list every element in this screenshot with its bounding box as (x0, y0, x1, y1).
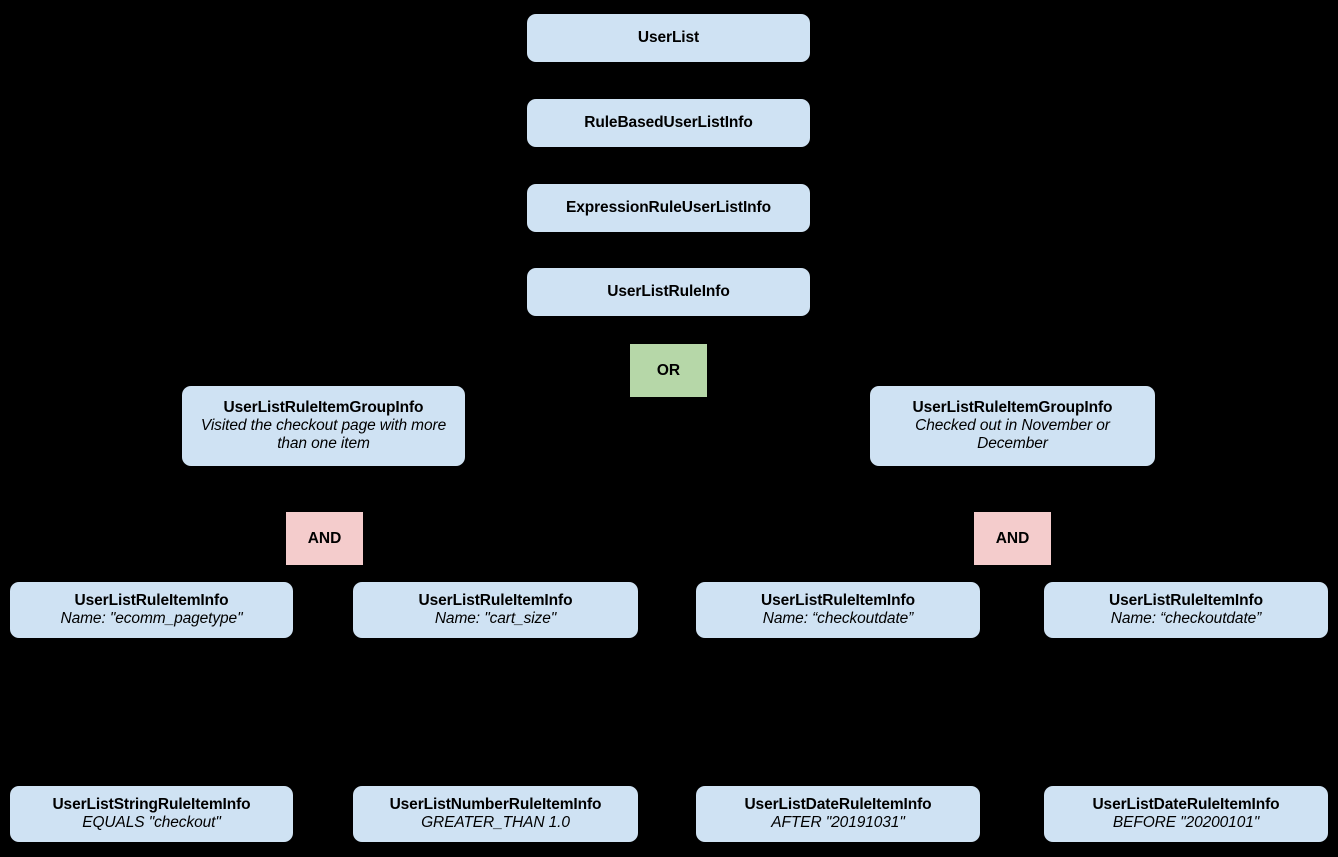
node-leaf-number-rule-item[interactable]: UserListNumberRuleItemInfo GREATER_THAN … (353, 786, 638, 842)
node-subtitle: EQUALS "checkout" (82, 814, 221, 831)
node-title: UserListNumberRuleItemInfo (389, 796, 602, 814)
node-rule-based-user-list-info[interactable]: RuleBasedUserListInfo (527, 99, 810, 147)
node-or-operator[interactable]: OR (630, 344, 707, 397)
node-user-list-rule-info[interactable]: UserListRuleInfo (527, 268, 810, 316)
node-and-operator-right[interactable]: AND (974, 512, 1051, 565)
node-title: UserListRuleItemInfo (418, 592, 573, 610)
node-title: RuleBasedUserListInfo (584, 114, 753, 132)
node-title: UserListRuleItemGroupInfo (912, 399, 1113, 417)
node-rule-item-1[interactable]: UserListRuleItemInfo Name: "ecomm_pagety… (10, 582, 293, 638)
node-title: ExpressionRuleUserListInfo (566, 199, 771, 217)
node-title: UserListRuleItemInfo (761, 592, 915, 610)
node-rule-item-3[interactable]: UserListRuleItemInfo Name: “checkoutdate… (696, 582, 980, 638)
node-subtitle: Name: “checkoutdate” (762, 610, 914, 627)
operator-label: AND (307, 529, 342, 547)
node-and-operator-left[interactable]: AND (286, 512, 363, 565)
node-group-left[interactable]: UserListRuleItemGroupInfo Visited the ch… (182, 386, 465, 466)
node-title: UserListRuleItemInfo (1109, 592, 1263, 610)
node-subtitle: Name: "cart_size" (434, 610, 557, 627)
node-rule-item-2[interactable]: UserListRuleItemInfo Name: "cart_size" (353, 582, 638, 638)
node-title: UserListStringRuleItemInfo (52, 796, 251, 814)
node-leaf-date-rule-item-before[interactable]: UserListDateRuleItemInfo BEFORE "2020010… (1044, 786, 1328, 842)
node-user-list[interactable]: UserList (527, 14, 810, 62)
node-title: UserListDateRuleItemInfo (1092, 796, 1280, 814)
node-subtitle: BEFORE "20200101" (1112, 814, 1260, 831)
node-leaf-date-rule-item-after[interactable]: UserListDateRuleItemInfo AFTER "20191031… (696, 786, 980, 842)
node-subtitle: Name: "ecomm_pagetype" (60, 610, 243, 627)
node-subtitle: Checked out in November or December (915, 417, 1110, 452)
node-title: UserListRuleInfo (607, 283, 730, 301)
node-subtitle: GREATER_THAN 1.0 (421, 814, 570, 831)
node-subtitle: Visited the checkout page with more than… (200, 417, 447, 452)
node-title: UserListRuleItemGroupInfo (223, 399, 424, 417)
node-title: UserListRuleItemInfo (74, 592, 229, 610)
node-subtitle: Name: “checkoutdate” (1110, 610, 1262, 627)
node-title: UserListDateRuleItemInfo (744, 796, 932, 814)
node-title: UserList (637, 29, 700, 47)
node-subtitle: AFTER "20191031" (771, 814, 905, 831)
node-rule-item-4[interactable]: UserListRuleItemInfo Name: “checkoutdate… (1044, 582, 1328, 638)
operator-label: OR (656, 361, 681, 379)
node-group-right[interactable]: UserListRuleItemGroupInfo Checked out in… (870, 386, 1155, 466)
operator-label: AND (995, 529, 1030, 547)
node-leaf-string-rule-item[interactable]: UserListStringRuleItemInfo EQUALS "check… (10, 786, 293, 842)
node-expression-rule-user-list-info[interactable]: ExpressionRuleUserListInfo (527, 184, 810, 232)
